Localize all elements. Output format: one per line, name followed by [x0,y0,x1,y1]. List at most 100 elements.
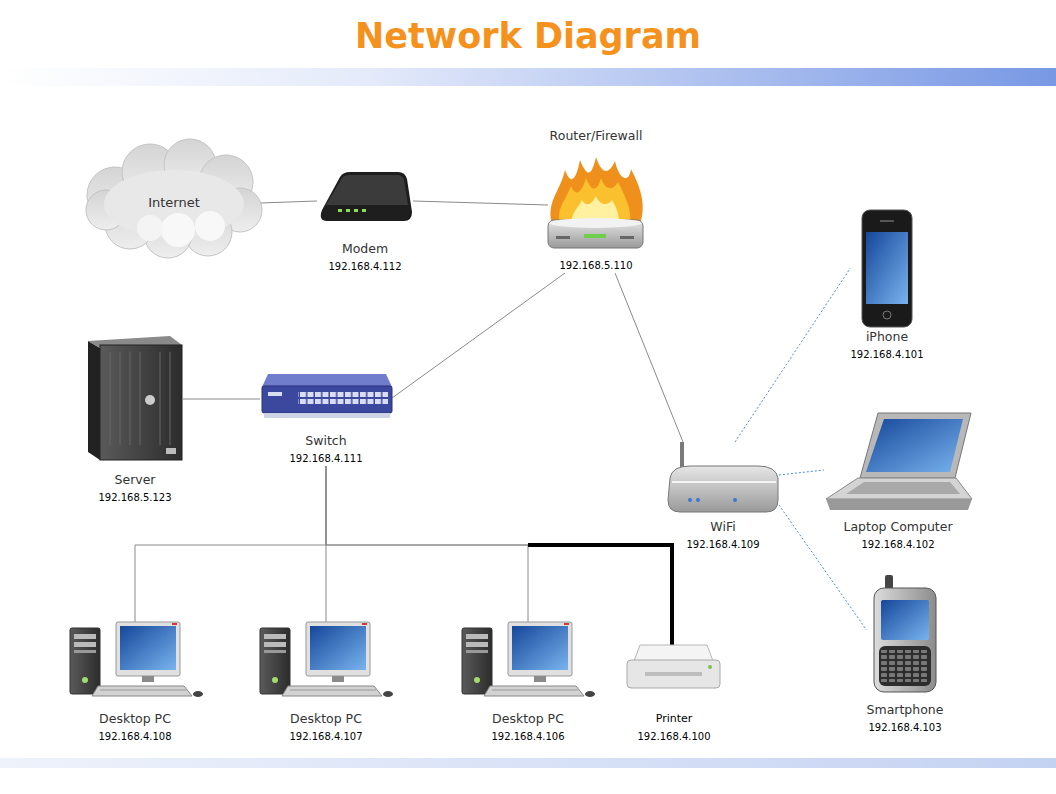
printer-icon [627,645,720,688]
firewall-icon [559,178,630,224]
device-node: Router/Firewall 192.168.5.110 [548,127,644,273]
ip-address: 192.168.5.123 [98,491,171,505]
iphone-icon [862,210,912,327]
server-icon [145,395,155,405]
ip-address: 192.168.4.101 [850,348,923,362]
firewall-icon [551,157,643,224]
printer-icon [645,672,702,676]
device-name: Server [115,471,156,489]
laptop-icon [826,478,972,499]
server-icon [166,448,176,454]
internet-cloud [86,139,262,258]
internet-cloud [137,215,163,241]
iphone-icon [883,311,891,319]
device-node: Desktop PC192.168.4.106 [460,622,596,744]
network-link [260,201,317,203]
device-node: Desktop PC 192.168.4.108 [67,622,203,744]
device-name: Internet [148,194,200,212]
header-bar [0,68,1056,86]
wifi-router-icon [668,442,778,512]
server-icon [160,352,161,445]
ip-address: 192.168.4.106 [491,730,564,744]
icon-space [317,172,413,240]
device-name: Printer [656,710,693,728]
switch-icon [262,374,392,387]
ip-address: 192.168.4.103 [868,721,941,735]
device-name: Desktop PC [290,710,362,728]
firewall-icon [620,236,634,239]
device-name: Laptop Computer [843,518,952,536]
network-link [183,399,260,400]
page-title: Network Diagram [0,14,1056,58]
device-node: Internet [88,150,260,255]
network-link [615,273,683,442]
printer-icon [627,660,720,688]
smartphone-icon [879,646,931,686]
iphone-icon [880,220,894,222]
wifi-router-icon [733,498,737,502]
network-link [183,399,260,400]
device-name: WiFi [710,518,735,536]
icon-space [260,374,392,432]
network-link [326,466,528,545]
server-icon [100,345,182,460]
ip-address: 192.168.4.108 [98,730,171,744]
icon-space [861,210,913,328]
switch-icon [262,374,392,418]
ip-address: 192.168.4.100 [637,730,710,744]
smartphone-icon [874,575,936,692]
desktop-pc-icon [70,622,203,697]
network-link [615,273,683,442]
device-name: Router/Firewall [550,127,643,145]
firewall-icon [550,218,642,228]
laptop-icon [826,499,972,510]
firewall-icon [584,234,606,238]
device-node: Printer 192.168.4.100 [627,645,721,744]
wifi-router-icon [696,498,700,502]
modem-icon [321,172,412,221]
printer-icon [634,645,713,661]
network-link [326,466,528,622]
laptop-icon [826,413,972,510]
icon-space [667,442,779,518]
ip-address: 192.168.4.111 [289,452,362,466]
server-icon [130,352,131,445]
network-link [413,201,548,205]
internet-cloud [195,211,225,241]
network-link [135,466,326,622]
device-node: iPhone192.168.4.101 [850,210,923,362]
device-node: Server 192.168.5.123 [87,336,183,505]
switch-icon [298,390,388,404]
server-icon [140,352,141,445]
icon-space [258,622,394,710]
server-icon [120,352,121,445]
printer-icon [708,665,712,669]
network-link [135,466,326,622]
device-node: Smartphone192.168.4.103 [867,575,944,735]
icon-space [872,575,938,701]
network-link [413,201,548,205]
device-node: Desktop PC 192.168.4.107 [258,622,394,744]
firewall-icon [556,236,570,239]
ip-address: 192.168.4.109 [686,538,759,552]
smartphone-icon [874,588,936,692]
ip-address: 192.168.4.107 [289,730,362,744]
server-icon [88,336,182,460]
desktop-pc-icon [260,622,393,697]
device-node: Laptop Computer192.168.4.102 [824,412,972,552]
server-icon [110,352,111,445]
wifi-router-icon [668,466,778,512]
icon-space [460,622,596,710]
wifi-router-icon [672,481,776,483]
network-link [326,466,672,645]
icon-space [824,412,972,518]
modem-icon [326,175,408,205]
network-link [779,470,824,475]
smartphone-icon [881,600,929,640]
network-link [735,268,850,442]
server-icon [170,352,171,445]
ip-address: 192.168.5.110 [559,259,632,273]
switch-icon [262,386,392,413]
device-name: Desktop PC [99,710,171,728]
modem-icon [321,172,412,221]
